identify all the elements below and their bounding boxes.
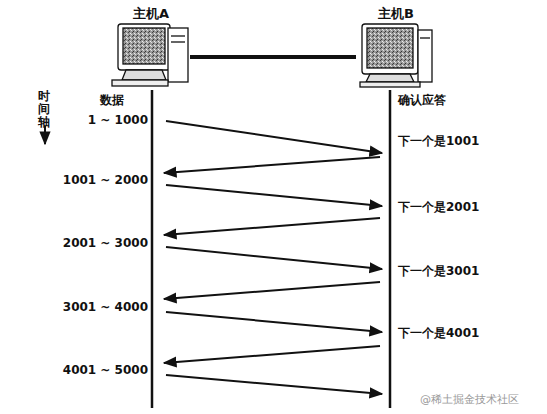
data-range: 4001 ~ 5000 <box>63 363 148 378</box>
timeline-b <box>389 90 392 408</box>
computer-a <box>112 24 188 86</box>
computer-b <box>360 24 432 87</box>
ack-label: 下一个是4001 <box>398 326 479 341</box>
data-range: 1 ~ 1000 <box>88 113 148 128</box>
data-range: 1001 ~ 2000 <box>63 173 148 188</box>
data-range: 2001 ~ 3000 <box>63 236 148 251</box>
column-header: 确认应答 <box>398 93 446 108</box>
column-header: 数据 <box>100 93 124 108</box>
watermark: @稀土掘金技术社区 <box>420 392 519 407</box>
host-computer: 主机B <box>356 6 436 88</box>
host-computer: 主机A <box>112 6 190 88</box>
host-name: 主机B <box>356 6 436 22</box>
timeline-a <box>151 90 154 408</box>
axis-label: 时间轴 <box>38 90 50 130</box>
message-arrows <box>164 121 382 394</box>
ack-label: 下一个是2001 <box>398 200 479 215</box>
host-name: 主机A <box>112 6 190 22</box>
ack-label: 下一个是1001 <box>398 134 479 149</box>
ack-label: 下一个是3001 <box>398 264 479 279</box>
network-cable <box>190 55 356 59</box>
data-range: 3001 ~ 4000 <box>63 300 148 315</box>
